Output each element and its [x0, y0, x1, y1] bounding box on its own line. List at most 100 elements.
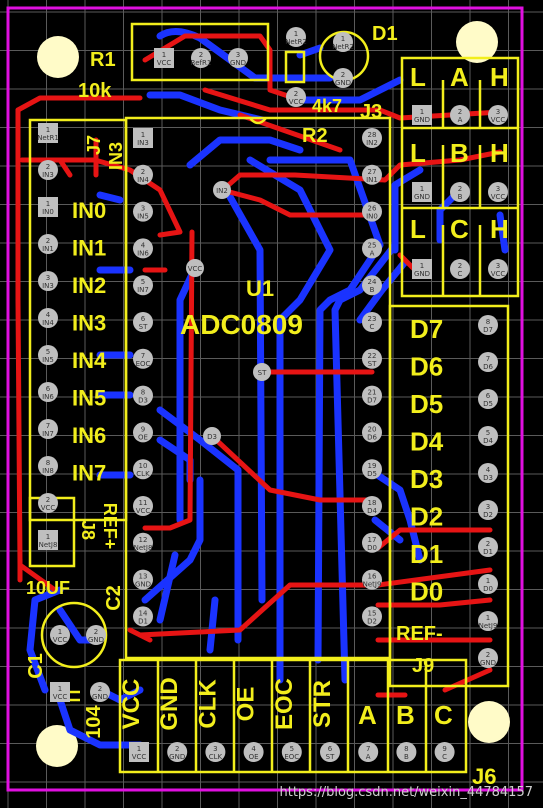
mount-hole-bl	[36, 725, 78, 767]
in-label-2: IN2	[72, 273, 106, 298]
svg-text:2: 2	[458, 262, 462, 270]
svg-text:9: 9	[442, 745, 446, 753]
svg-text:20: 20	[368, 425, 377, 433]
j9-pad-4: 4D3	[478, 463, 498, 483]
svg-text:D5: D5	[483, 400, 493, 408]
j8-name: J8	[78, 520, 98, 540]
c2-value: 10UF	[26, 578, 70, 598]
j7-outline	[28, 118, 128, 522]
svg-text:IN4: IN4	[137, 176, 149, 184]
svg-text:NetJ8: NetJ8	[39, 541, 58, 549]
svg-text:D1: D1	[138, 617, 148, 625]
svg-text:3: 3	[496, 185, 500, 193]
svg-text:25: 25	[368, 241, 377, 249]
svg-text:1: 1	[420, 185, 424, 193]
svg-text:NetJ9: NetJ9	[363, 581, 382, 589]
svg-text:2: 2	[46, 237, 50, 245]
svg-text:3: 3	[496, 262, 500, 270]
d-label-7: D0	[410, 577, 443, 607]
svg-text:4: 4	[141, 241, 146, 249]
svg-text:ST: ST	[258, 369, 267, 377]
svg-text:GND: GND	[92, 693, 108, 701]
svg-text:NetJ9: NetJ9	[479, 622, 498, 630]
svg-text:8: 8	[141, 389, 145, 397]
svg-text:2: 2	[46, 496, 50, 504]
svg-text:22: 22	[368, 352, 377, 360]
svg-text:10: 10	[139, 462, 148, 470]
j3-outline	[400, 56, 520, 298]
u1-part: ADC0809	[180, 309, 303, 340]
svg-text:GND: GND	[480, 659, 496, 667]
svg-text:NetJ8: NetJ8	[134, 544, 153, 552]
c2-name: C2	[103, 585, 125, 611]
bottom-label-3: OE	[233, 687, 260, 722]
svg-text:4: 4	[486, 466, 491, 474]
svg-text:VCC: VCC	[53, 693, 68, 701]
svg-text:IN0: IN0	[42, 208, 54, 216]
u1-pad-6: 6ST	[133, 312, 153, 332]
svg-text:B: B	[458, 193, 463, 201]
svg-text:GND: GND	[414, 270, 430, 278]
svg-text:IN1: IN1	[42, 245, 54, 253]
svg-text:3: 3	[496, 108, 500, 116]
svg-text:8: 8	[46, 459, 50, 467]
generated-labels: IN0IN1IN2IN3IN4IN5IN6IN7D7D6D5D4D3D2D1D0…	[72, 62, 509, 731]
svg-text:EOC: EOC	[284, 753, 299, 761]
j9-pad-6: 2D1	[478, 537, 498, 557]
silk-labels: R1 10k D1 4k7 R2 J3 U1 ADC0809 J7 IN3 J8…	[25, 23, 496, 789]
d-label-0: D7	[410, 314, 443, 344]
svg-text:7: 7	[46, 422, 50, 430]
svg-text:11: 11	[139, 499, 148, 507]
in-label-4: IN4	[72, 348, 107, 373]
svg-text:1: 1	[162, 51, 166, 59]
d-label-2: D5	[410, 389, 443, 419]
lh-label-1-0: L	[410, 138, 426, 168]
svg-text:2: 2	[486, 651, 490, 659]
svg-text:2: 2	[458, 108, 462, 116]
svg-text:D3: D3	[483, 474, 493, 482]
via-2: ST	[253, 363, 271, 381]
mount-hole-br	[468, 701, 510, 743]
svg-text:C: C	[442, 753, 447, 761]
svg-text:28: 28	[368, 131, 377, 139]
j6-outline	[118, 658, 468, 774]
svg-text:VCC: VCC	[53, 636, 68, 644]
svg-text:IN8: IN8	[42, 467, 54, 475]
r2-value: 4k7	[312, 96, 342, 116]
svg-text:1: 1	[141, 131, 145, 139]
svg-text:IN2: IN2	[216, 187, 228, 195]
svg-text:3: 3	[213, 745, 217, 753]
j3-name: J3	[360, 101, 382, 123]
bottom-label-6: A	[358, 700, 377, 730]
c1-name: C1	[25, 653, 47, 679]
svg-text:ST: ST	[326, 753, 335, 761]
d-label-5: D2	[410, 502, 443, 532]
svg-text:D7: D7	[367, 397, 377, 405]
svg-text:7: 7	[486, 355, 490, 363]
in-label-0: IN0	[72, 198, 106, 223]
svg-text:IN5: IN5	[42, 356, 54, 364]
lh-label-2-0: L	[410, 214, 426, 244]
svg-text:IN3: IN3	[42, 171, 54, 179]
svg-text:ST: ST	[139, 323, 148, 331]
svg-text:VCC: VCC	[491, 116, 506, 124]
lh-label-0-1: A	[450, 62, 469, 92]
generated-pads: 1VCC2RefR13GND1GND2A3VCC1GND2B3VCC1GND2C…	[37, 27, 508, 762]
svg-text:CLK: CLK	[209, 753, 223, 761]
